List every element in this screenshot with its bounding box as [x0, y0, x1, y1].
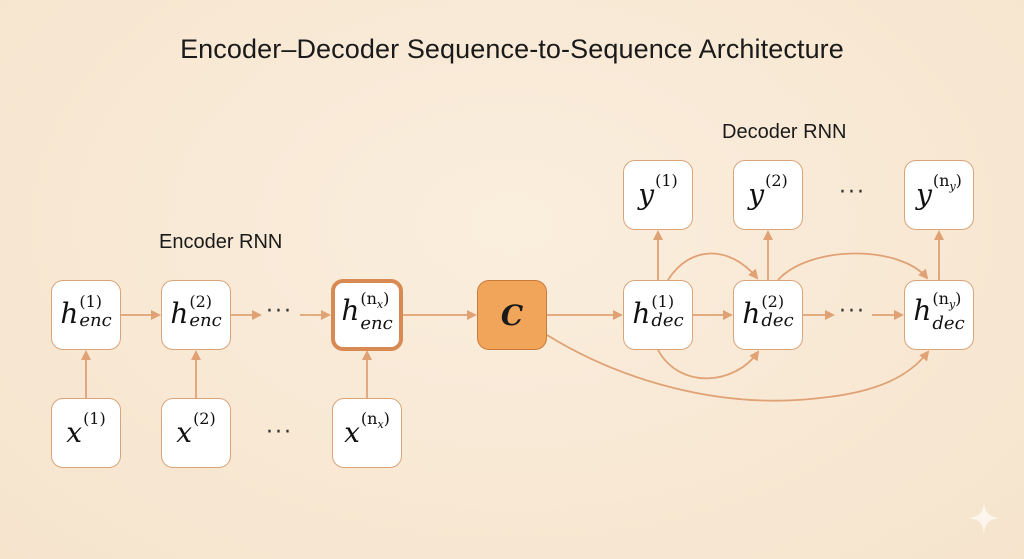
symbol-sub: dec — [651, 310, 684, 331]
symbol-base: h — [341, 293, 360, 327]
encoder-hidden-node-2: h(2)enc — [161, 280, 231, 350]
sup-close: ) — [383, 409, 390, 428]
symbol-sup: (nx) — [360, 409, 390, 432]
symbol-sub: enc — [79, 310, 112, 331]
sup-n: (n — [360, 409, 378, 428]
decoder-output-node-2: y(2) — [733, 160, 803, 230]
sup-subscript: x — [376, 298, 384, 312]
symbol-base: h — [742, 297, 761, 330]
sup-close: ) — [955, 171, 962, 190]
decoder-hidden-node-2: h(2)dec — [733, 280, 803, 350]
encoder-input-ellipsis: ··· — [266, 420, 293, 445]
context-label: C — [500, 298, 524, 332]
symbol-base: h — [170, 297, 189, 330]
sup-close: ) — [383, 288, 390, 308]
sup-n: (n — [932, 288, 949, 308]
symbol-sup: (1) — [651, 292, 675, 311]
diagram-title: Encoder–Decoder Sequence-to-Sequence Arc… — [180, 34, 844, 64]
symbol-base: x — [344, 416, 360, 449]
arc-context-hdecn — [546, 334, 930, 402]
sup-n: (n — [932, 171, 950, 190]
symbol-sup: (ny) — [932, 171, 962, 194]
decoder-hidden-node-last: h(ny)dec — [904, 280, 974, 350]
arc-top-hdec2-hdecn — [777, 252, 929, 281]
arc-top-hdec1-hdec2 — [667, 252, 759, 281]
decoder-output-node-1: y(1) — [623, 160, 693, 230]
decoder-output-ellipsis: ··· — [839, 180, 866, 205]
arc-bottom-hdec1-hdec2 — [657, 349, 760, 380]
encoder-input-node-2: x(2) — [161, 398, 231, 468]
sup-subscript: x — [377, 418, 384, 432]
encoder-hidden-node-1: h(1)enc — [51, 280, 121, 350]
encoder-hidden-node-last: h(nx)enc — [331, 279, 403, 351]
decoder-hidden-ellipsis: ··· — [839, 299, 866, 324]
symbol-sup: (1) — [655, 171, 678, 190]
decoder-output-node-last: y(ny) — [904, 160, 974, 230]
symbol-sup: (2) — [761, 292, 785, 311]
sup-subscript: y — [948, 298, 956, 312]
symbol-base: y — [748, 178, 765, 211]
encoder-input-node-last: x(nx) — [332, 398, 402, 468]
decoder-hidden-node-1: h(1)dec — [623, 280, 693, 350]
encoder-hidden-ellipsis: ··· — [266, 299, 293, 324]
sup-subscript: y — [949, 180, 956, 194]
sup-close: ) — [955, 288, 962, 308]
symbol-base: x — [66, 416, 83, 449]
decoder-label: Decoder RNN — [722, 121, 847, 143]
symbol-sup: (2) — [765, 171, 788, 190]
symbol-base: y — [638, 178, 655, 211]
encoder-label: Encoder RNN — [159, 231, 283, 253]
symbol-sup: (2) — [193, 409, 216, 428]
symbol-base: h — [60, 297, 79, 330]
encoder-input-node-1: x(1) — [51, 398, 121, 468]
symbol-sub: dec — [761, 310, 794, 331]
symbol-sup: (2) — [189, 292, 213, 311]
sup-n: (n — [360, 288, 377, 308]
symbol-base: y — [916, 178, 932, 211]
symbol-sub: enc — [189, 310, 222, 331]
symbol-sup: (ny) — [932, 288, 964, 313]
symbol-sub: dec — [932, 313, 965, 335]
symbol-base: h — [632, 297, 651, 330]
sparkle-icon — [968, 502, 1000, 534]
symbol-sup: (1) — [83, 409, 106, 428]
symbol-base: x — [176, 416, 193, 449]
symbol-sup: (1) — [79, 292, 103, 311]
symbol-base: h — [913, 293, 932, 327]
symbol-sub: enc — [360, 313, 393, 335]
symbol-sup: (nx) — [360, 288, 392, 313]
context-vector-node: C — [477, 280, 547, 350]
